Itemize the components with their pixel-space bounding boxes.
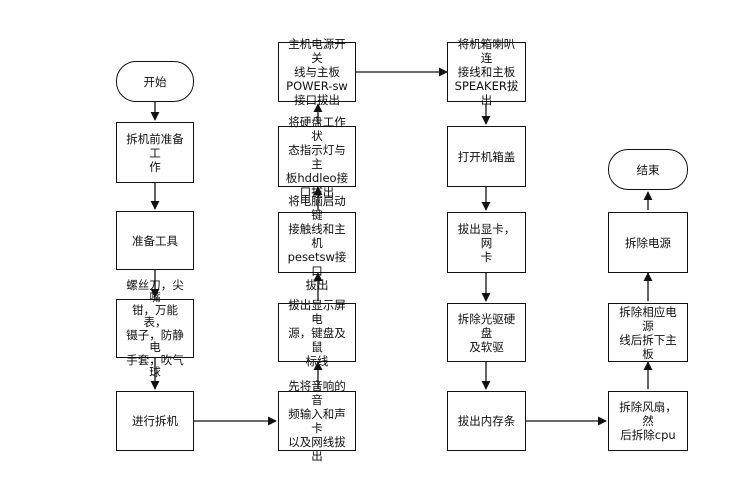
node-powersw: 将电脑启动键 接触线和主机 pesetsw接口 拔出 bbox=[278, 194, 356, 292]
node-disassemble-label: 进行拆机 bbox=[132, 414, 178, 428]
node-tools-label: 准备工具 bbox=[132, 233, 178, 248]
node-gpu-label: 拔出显卡，网 卡 bbox=[457, 221, 516, 264]
node-opencase: 打开机箱盖 bbox=[447, 126, 526, 187]
node-start-label: 开始 bbox=[143, 74, 167, 89]
node-speaker: 将机箱喇叭连 接线和主板 SPEAKER拔 出 bbox=[447, 37, 526, 107]
node-disassemble: 进行拆机 bbox=[116, 391, 194, 451]
node-speaker-label: 将机箱喇叭连 接线和主板 SPEAKER拔 出 bbox=[454, 37, 519, 107]
node-ram-label: 拔出内存条 bbox=[457, 414, 516, 428]
node-toollist: 螺丝刀，尖嘴 钳，万能表， 镊子，防静电 手套，吹气 球 bbox=[116, 278, 194, 378]
node-cpu-label: 拆除风扇，然 后拆除cpu bbox=[619, 400, 677, 442]
node-powerbtn-label: 主机电源开关 线与主板 POWER-sw 接口拔出 bbox=[286, 37, 348, 107]
node-end-label: 结束 bbox=[636, 162, 660, 177]
node-cables-label: 拆除相应电源 线后拆下主板 bbox=[619, 304, 677, 361]
node-display-label: 拔出显示屏电 源，键盘及鼠 标线 bbox=[288, 297, 346, 368]
node-hddled-label: 将硬盘工作状 态指示灯与主 板hddleo接 口拔出 bbox=[285, 114, 349, 199]
node-audio: 先将音响的音 频输入和声卡 以及网线拔出 bbox=[278, 379, 356, 463]
node-gpu: 拔出显卡，网 卡 bbox=[447, 212, 526, 273]
node-powerbtn: 主机电源开关 线与主板 POWER-sw 接口拔出 bbox=[278, 37, 356, 107]
node-tools: 准备工具 bbox=[116, 211, 194, 270]
node-psu-label: 拆除电源 bbox=[625, 235, 671, 250]
node-psu: 拆除电源 bbox=[608, 212, 688, 273]
node-opencase-label: 打开机箱盖 bbox=[457, 149, 516, 164]
node-ram: 拔出内存条 bbox=[447, 391, 526, 451]
node-prep-label: 拆机前准备工 作 bbox=[126, 131, 184, 174]
node-end: 结束 bbox=[608, 149, 688, 190]
node-prep: 拆机前准备工 作 bbox=[116, 122, 194, 183]
node-cables: 拆除相应电源 线后拆下主板 bbox=[608, 303, 688, 362]
node-start: 开始 bbox=[116, 61, 194, 102]
node-audio-label: 先将音响的音 频输入和声卡 以及网线拔出 bbox=[288, 379, 346, 463]
node-drives-label: 拆除光驱硬盘 及软驱 bbox=[457, 311, 516, 354]
node-display: 拔出显示屏电 源，键盘及鼠 标线 bbox=[278, 298, 356, 368]
node-powersw-label: 将电脑启动键 接触线和主机 pesetsw接口 拔出 bbox=[287, 193, 347, 292]
node-drives: 拆除光驱硬盘 及软驱 bbox=[447, 303, 526, 362]
node-toollist-label: 螺丝刀，尖嘴 钳，万能表， 镊子，防静电 手套，吹气 球 bbox=[126, 277, 184, 379]
node-cpu: 拆除风扇，然 后拆除cpu bbox=[608, 391, 688, 451]
node-hddled: 将硬盘工作状 态指示灯与主 板hddleo接 口拔出 bbox=[278, 115, 356, 199]
